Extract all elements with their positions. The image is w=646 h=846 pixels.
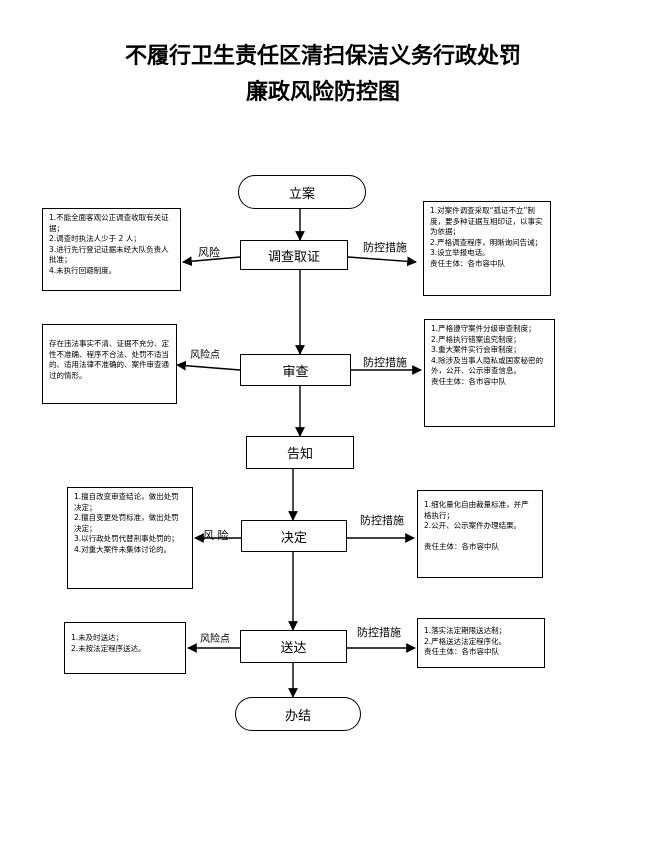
chart-title-line1: 不履行卫生责任区清扫保洁义务行政处罚 bbox=[124, 44, 521, 69]
risk-item: 4.对重大案件未集体讨论的。 bbox=[74, 544, 172, 554]
measure-item: 1.对案件调查采取“孤证不立”制度，要多种证据互相印证，以事实为依据； bbox=[430, 206, 543, 236]
measure-item: 3.重大案件实行会审制度； bbox=[431, 345, 521, 354]
risk-item: 存在违法事实不清、证据不充分、定性不准确、程序不合法、处罚不适当的、适用法律不准… bbox=[49, 339, 169, 380]
risk-box-review: 存在违法事实不清、证据不充分、定性不准确、程序不合法、处罚不适当的、适用法律不准… bbox=[42, 324, 177, 404]
risk-item: 4.未执行回避制度。 bbox=[49, 265, 117, 275]
arrow-risk-review bbox=[176, 360, 241, 371]
measure-box-decide: 1.细化量化自由裁量标准，并严格执行； 2.公开、公示案件办理结果。 责任主体：… bbox=[417, 490, 543, 578]
step-review: 审查 bbox=[240, 354, 351, 386]
risk-item: 1.擅自改变审查结论，做出处罚决定； bbox=[74, 492, 179, 512]
label-risk-decide: 风 险 bbox=[203, 529, 229, 542]
label-measure-decide: 防控措施 bbox=[360, 514, 404, 527]
measure-item: 1.细化量化自由裁量标准，并严格执行； bbox=[424, 500, 529, 520]
measure-item: 1.落实法定期限送达制； bbox=[424, 626, 507, 635]
measure-item bbox=[424, 532, 536, 543]
measure-item: 责任主体：各市容中队 bbox=[430, 258, 505, 268]
measure-item: 2.严格调查程序，明晰询问告诫； bbox=[430, 237, 543, 247]
measure-item: 4.除涉及当事人隐私或国家秘密的外，公开、公示审查信息。 bbox=[431, 355, 544, 376]
step-notify: 告知 bbox=[246, 436, 354, 469]
chart-title-line2: 廉政风险防控图 bbox=[245, 80, 400, 105]
label-risk-investigate: 风险 bbox=[198, 246, 220, 259]
step-start: 立案 bbox=[238, 175, 366, 209]
risk-item: 2.擅自变更处罚标准，做出处罚决定； bbox=[74, 513, 179, 533]
measure-item: 责任主体：各市容中队 bbox=[431, 376, 506, 386]
step-deliver: 送达 bbox=[240, 630, 347, 663]
risk-box-deliver: 1.未及时送达； 2.未按法定程序送达。 bbox=[64, 622, 186, 674]
measure-item: 3.设立举报电话。 bbox=[430, 248, 490, 257]
risk-item: 1.不能全面客观公正调查收取有关证据； bbox=[49, 213, 169, 233]
arrow-measure-investigate bbox=[347, 256, 417, 267]
label-measure-investigate: 防控措施 bbox=[363, 241, 407, 254]
risk-item: 2.未按法定程序送达。 bbox=[71, 643, 146, 653]
measure-box-deliver: 1.落实法定期限送达制； 2.严格送达法定程序化。 责任主体：各市容中队 bbox=[417, 618, 545, 668]
measure-item: 责任主体：各市容中队 bbox=[424, 542, 499, 551]
label-measure-deliver: 防控措施 bbox=[357, 626, 401, 639]
measure-item: 2.严格执行错案追究制度； bbox=[431, 334, 521, 344]
label-risk-deliver: 风险点 bbox=[200, 634, 230, 645]
arrow-risk-investigate bbox=[182, 256, 241, 267]
measure-item: 1.严格遵守案件分级审查制度； bbox=[431, 324, 536, 333]
measure-box-review: 1.严格遵守案件分级审查制度； 2.严格执行错案追究制度； 3.重大案件实行会审… bbox=[424, 319, 555, 427]
label-measure-review: 防控措施 bbox=[363, 356, 407, 369]
risk-item: 3.以行政处罚代替刑事处罚的； bbox=[74, 534, 179, 543]
risk-box-decide: 1.擅自改变审查结论，做出处罚决定； 2.擅自变更处罚标准，做出处罚决定； 3.… bbox=[67, 487, 193, 589]
step-investigate: 调查取证 bbox=[240, 240, 348, 270]
measure-item: 2.严格送达法定程序化。 bbox=[424, 636, 507, 646]
risk-box-investigate: 1.不能全面客观公正调查收取有关证据； 2.调查时执法人少于 2 人； 3.进行… bbox=[42, 208, 181, 291]
risk-item: 1.未及时送达； bbox=[71, 633, 124, 642]
measure-item: 2.公开、公示案件办理结果。 bbox=[424, 521, 522, 530]
measure-box-investigate: 1.对案件调查采取“孤证不立”制度，要多种证据互相印证，以事实为依据； 2.严格… bbox=[423, 201, 551, 296]
step-end: 办结 bbox=[235, 697, 361, 731]
step-decide: 决定 bbox=[241, 520, 347, 552]
risk-item: 2.调查时执法人少于 2 人； bbox=[49, 234, 141, 243]
label-risk-review: 风险点 bbox=[190, 350, 220, 361]
risk-item: 3.进行先行登记证据未经大队负责人批准； bbox=[49, 244, 169, 265]
measure-item: 责任主体：各市容中队 bbox=[424, 647, 499, 656]
